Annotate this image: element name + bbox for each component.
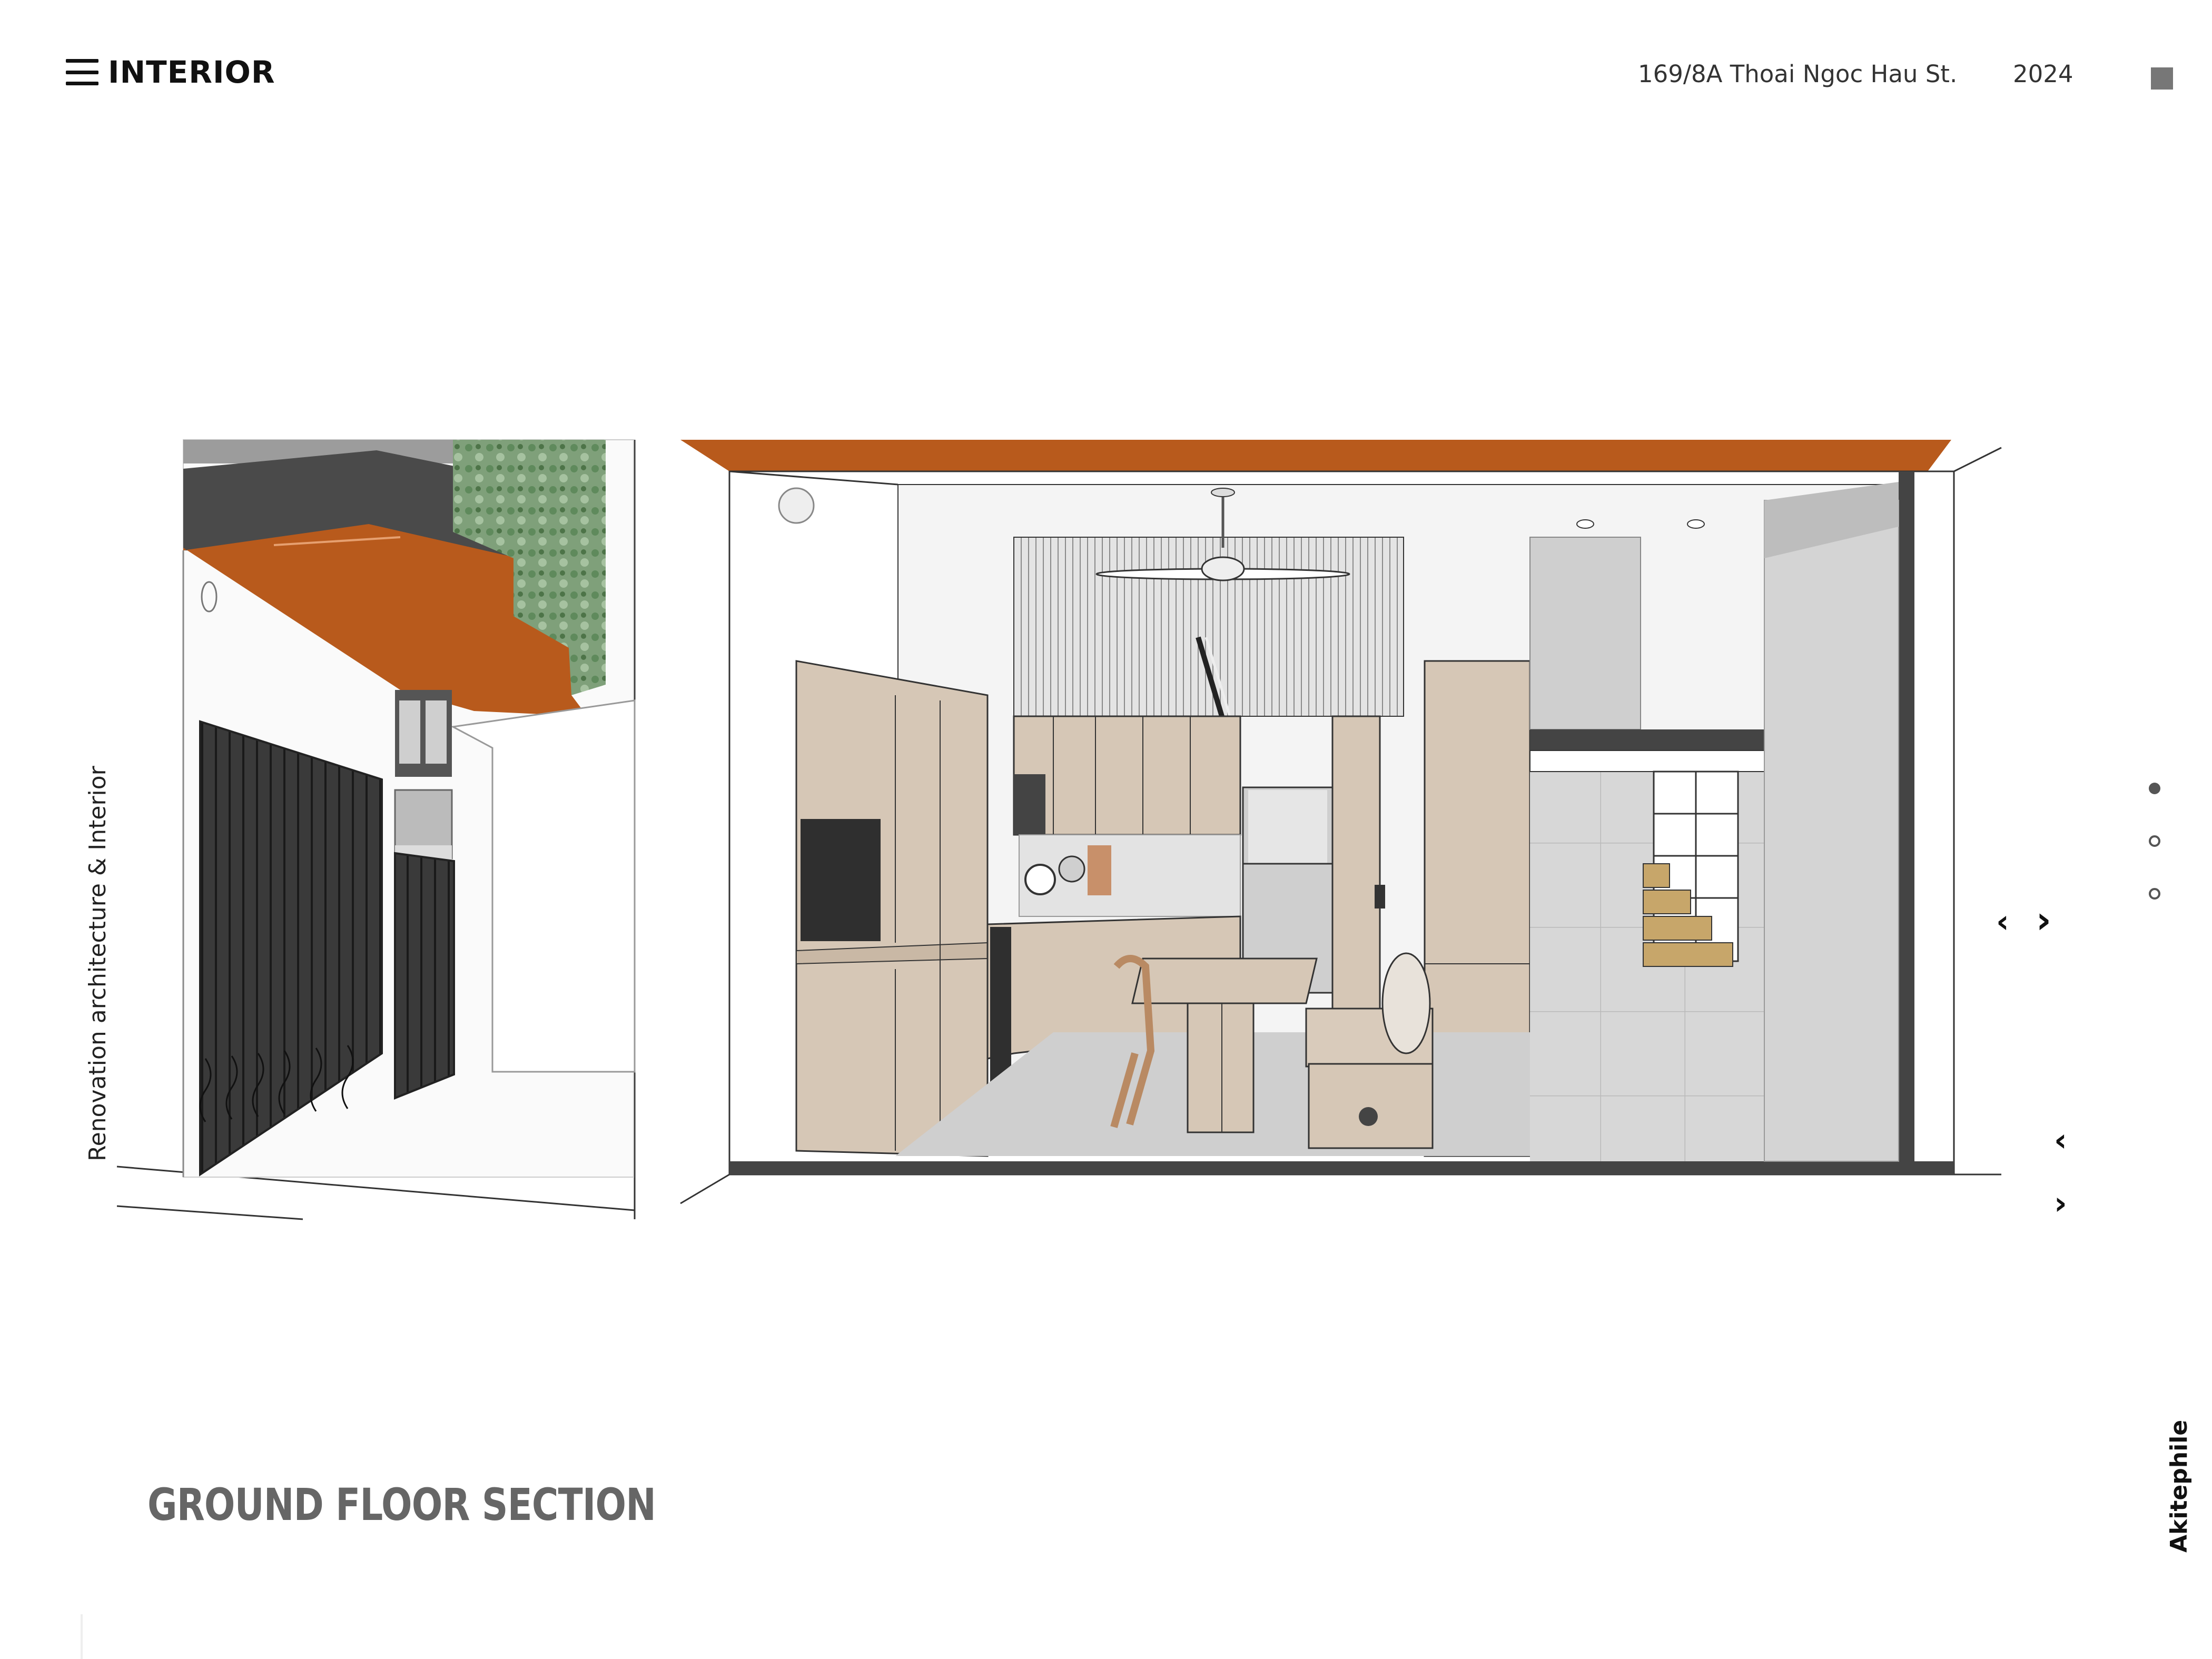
previous-arrow-icon[interactable]: ‹ bbox=[1996, 903, 2009, 940]
section-title: GROUND FLOOR SECTION bbox=[147, 1479, 656, 1530]
next-arrow-icon[interactable]: › bbox=[2036, 898, 2051, 942]
divider bbox=[81, 1614, 83, 1659]
studio-name: Akitephile bbox=[2166, 1419, 2193, 1553]
next-arrow-icon-alt[interactable]: › bbox=[2054, 1185, 2067, 1222]
square-icon[interactable] bbox=[2151, 67, 2173, 90]
pager-dot-3[interactable] bbox=[2149, 888, 2160, 900]
previous-arrow-icon-alt[interactable]: ‹ bbox=[2054, 1122, 2067, 1159]
pager-dot-2[interactable] bbox=[2149, 835, 2160, 847]
brand-title: INTERIOR bbox=[108, 54, 275, 90]
facade-view bbox=[116, 439, 636, 1220]
project-year: 2024 bbox=[2013, 60, 2073, 88]
pager-dot-1[interactable] bbox=[2149, 783, 2160, 794]
brand[interactable]: INTERIOR bbox=[66, 57, 275, 87]
subtitle-vertical: Renovation architecture & Interior bbox=[84, 766, 111, 1161]
interior-section bbox=[680, 440, 2002, 1204]
hamburger-menu-icon[interactable] bbox=[66, 59, 98, 85]
project-address: 169/8A Thoai Ngoc Hau St. bbox=[1638, 60, 1958, 88]
